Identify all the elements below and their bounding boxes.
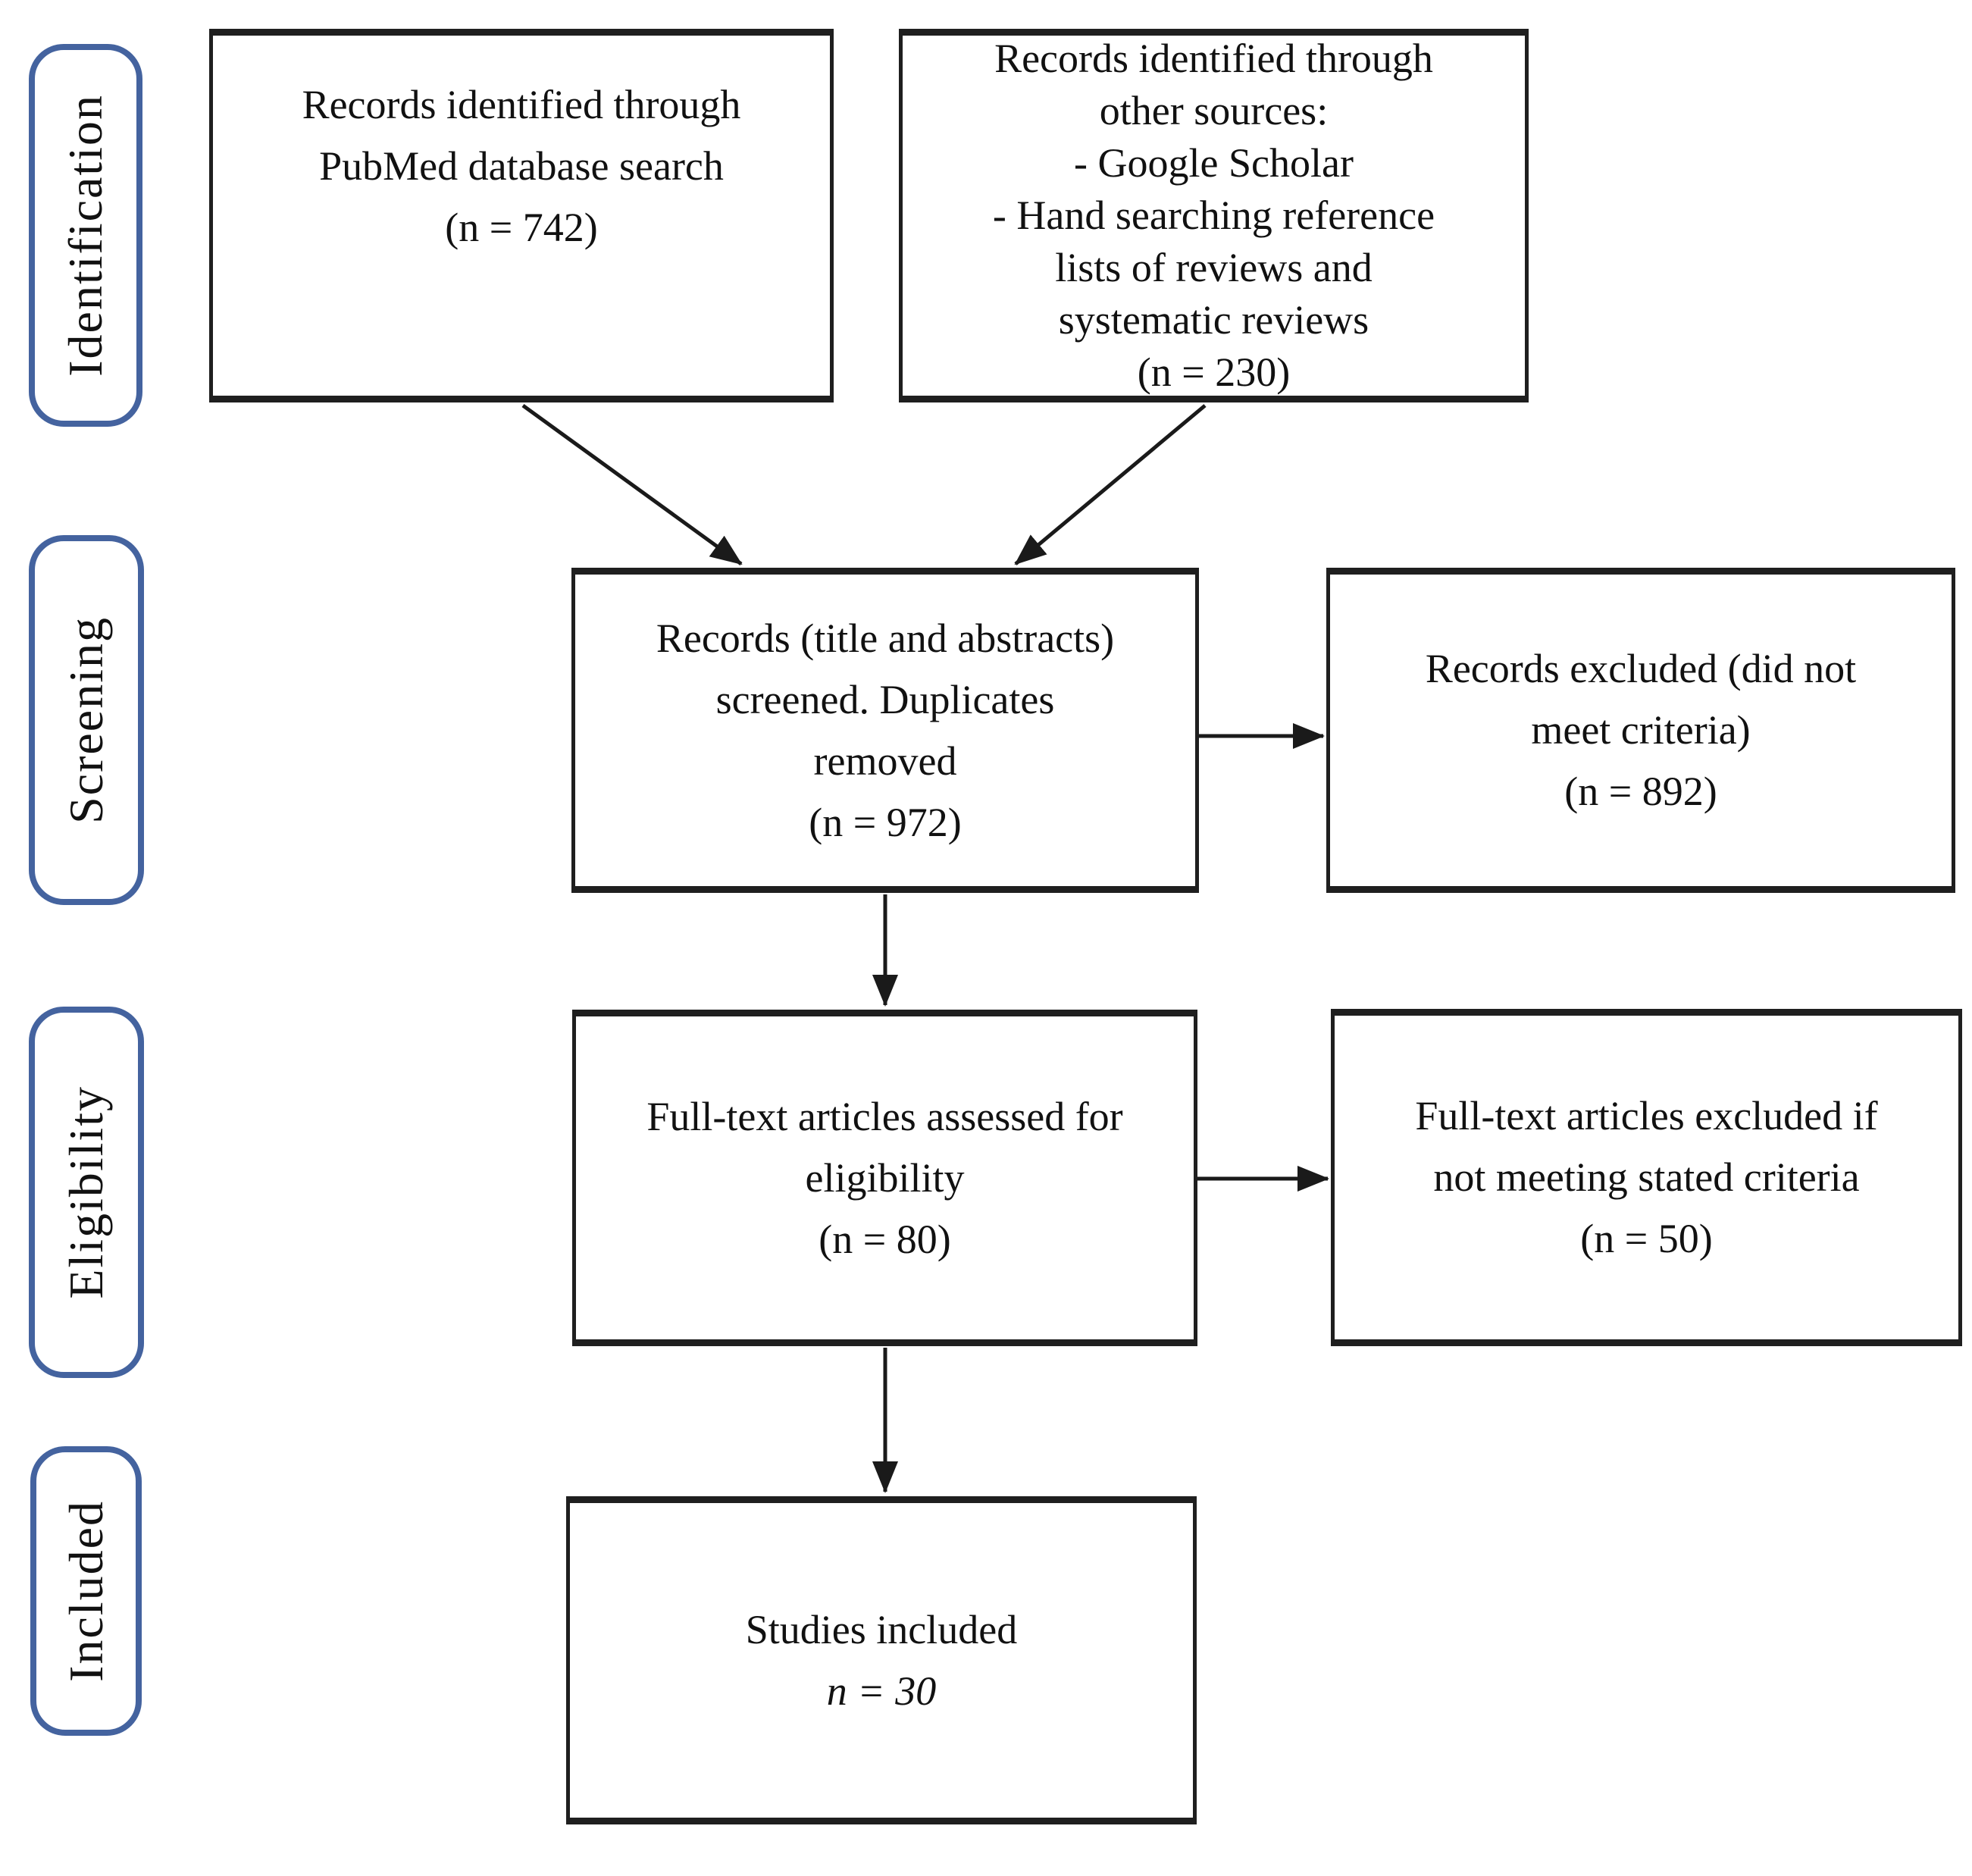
stage-label-eligibility: Eligibility xyxy=(29,1007,144,1378)
box-studies-included: Studies included n = 30 xyxy=(566,1496,1197,1824)
box-text-line: meet criteria) xyxy=(1531,707,1751,753)
box-text-line: Studies included xyxy=(745,1606,1018,1652)
stage-label-text: Screening xyxy=(59,616,113,824)
box-text-line: (n = 230) xyxy=(1137,349,1291,396)
box-text-line: (n = 742) xyxy=(445,205,598,250)
box-records-pubmed: Records identified through PubMed databa… xyxy=(209,29,834,402)
box-text-line: lists of reviews and xyxy=(1055,245,1373,291)
arrow-pubmed-to-screened xyxy=(521,403,743,566)
box-records-other-sources: Records identified through other sources… xyxy=(899,29,1529,402)
box-text-line: Records identified through xyxy=(994,35,1433,81)
box-text-line: (n = 972) xyxy=(809,799,962,845)
box-text-line: (n = 50) xyxy=(1580,1216,1713,1261)
box-text-line: Records excluded (did not xyxy=(1425,646,1857,691)
box-text-line: (n = 892) xyxy=(1564,769,1717,814)
stage-label-text: Identification xyxy=(58,94,112,377)
stage-label-text: Eligibility xyxy=(59,1085,113,1299)
stage-label-text: Included xyxy=(58,1500,113,1682)
box-records-screened: Records (title and abstracts) screened. … xyxy=(571,568,1199,893)
box-text-line: screened. Duplicates xyxy=(715,676,1055,722)
box-text-line: PubMed database search xyxy=(319,143,724,189)
box-text-line: other sources: xyxy=(1099,87,1329,133)
box-text-line: eligibility xyxy=(805,1154,965,1201)
box-text-line: Records (title and abstracts) xyxy=(656,615,1115,661)
box-fulltext-excluded: Full-text articles excluded if not meeti… xyxy=(1331,1009,1962,1346)
box-text-line: - Google Scholar xyxy=(1074,139,1354,186)
box-text-line: - Hand searching reference xyxy=(992,192,1435,238)
stage-label-included: Included xyxy=(30,1446,142,1736)
box-text-line: (n = 80) xyxy=(819,1216,951,1262)
box-records-excluded: Records excluded (did not meet criteria)… xyxy=(1326,568,1955,893)
box-fulltext-assessed: Full-text articles assessed for eligibil… xyxy=(572,1010,1197,1346)
box-text-line: n = 30 xyxy=(826,1668,937,1714)
box-text-line: Full-text articles assessed for xyxy=(646,1093,1123,1139)
box-text-line: removed xyxy=(813,738,957,784)
stage-label-identification: Identification xyxy=(29,44,142,427)
box-text-line: Full-text articles excluded if xyxy=(1415,1093,1878,1138)
box-text-line: systematic reviews xyxy=(1058,297,1369,343)
arrow-other-sources-to-screened xyxy=(1014,404,1207,565)
box-text-line: Records identified through xyxy=(302,82,741,127)
box-text-line: not meeting stated criteria xyxy=(1433,1154,1860,1200)
stage-label-screening: Screening xyxy=(29,535,144,905)
